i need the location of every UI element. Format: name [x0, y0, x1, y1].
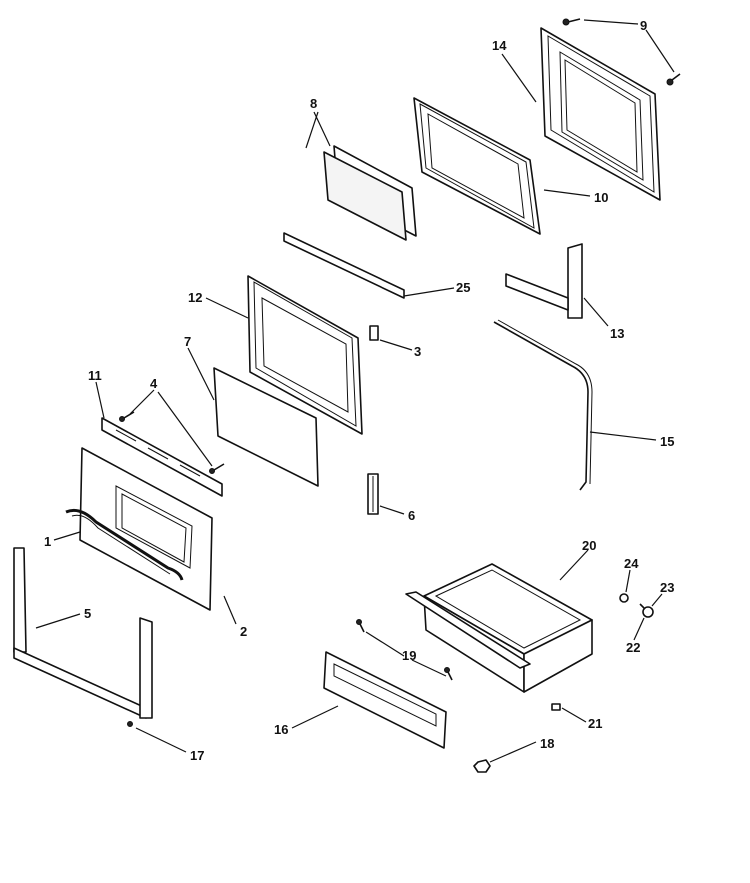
- callout-1: 1: [44, 534, 51, 549]
- callout-17: 17: [190, 748, 204, 763]
- part-13-bracket: [505, 243, 583, 319]
- leader-lines: [35, 19, 675, 763]
- part-14-door-frame: [540, 27, 661, 201]
- part-21-clip: [551, 703, 561, 711]
- part-5-side-trim: [13, 547, 153, 719]
- callout-19: 19: [402, 648, 416, 663]
- callout-3: 3: [414, 344, 421, 359]
- part-10-inner-frame: [413, 97, 541, 235]
- part-15-gasket: [493, 319, 593, 491]
- callout-20: 20: [582, 538, 596, 553]
- callout-16: 16: [274, 722, 288, 737]
- callout-6: 6: [408, 508, 415, 523]
- part-1-handle: [65, 508, 184, 581]
- part-11-vent-trim: [101, 417, 223, 497]
- callout-10: 10: [594, 190, 608, 205]
- callout-12: 12: [188, 290, 202, 305]
- callout-23: 23: [660, 580, 674, 595]
- part-20-drawer: [405, 563, 593, 693]
- callout-21: 21: [588, 716, 602, 731]
- callout-4: 4: [150, 376, 158, 391]
- callout-24: 24: [624, 556, 639, 571]
- callout-9: 9: [640, 18, 647, 33]
- part-8-glass-panes: [323, 145, 417, 241]
- callout-11: 11: [88, 368, 102, 383]
- callout-5: 5: [84, 606, 91, 621]
- callout-25: 25: [456, 280, 470, 295]
- part-2-outer-door: [79, 447, 213, 611]
- part-16-drawer-front: [323, 651, 447, 749]
- callout-13: 13: [610, 326, 624, 341]
- callout-labels: 9 14 8 10 25 12 7 3 13 11 4 15 1 6 2 5 2…: [44, 18, 674, 763]
- part-18-nut: [473, 759, 491, 773]
- part-6-hinge: [367, 473, 379, 515]
- callout-22: 22: [626, 640, 640, 655]
- part-3-clip: [369, 325, 379, 341]
- part-17-screw: [127, 721, 133, 727]
- part-25-strip: [283, 232, 405, 299]
- part-12-door-liner: [247, 275, 363, 435]
- callout-7: 7: [184, 334, 191, 349]
- callout-14: 14: [492, 38, 507, 53]
- part-24-nut: [619, 593, 629, 603]
- callout-15: 15: [660, 434, 674, 449]
- part-23-22-leveler: [639, 603, 654, 618]
- part-4-screws: [119, 411, 225, 474]
- callout-8: 8: [310, 96, 317, 111]
- callout-18: 18: [540, 736, 554, 751]
- callout-2: 2: [240, 624, 247, 639]
- part-7-glass: [213, 367, 319, 487]
- part-19-screws: [356, 619, 453, 681]
- part-9-screws: [562, 18, 681, 86]
